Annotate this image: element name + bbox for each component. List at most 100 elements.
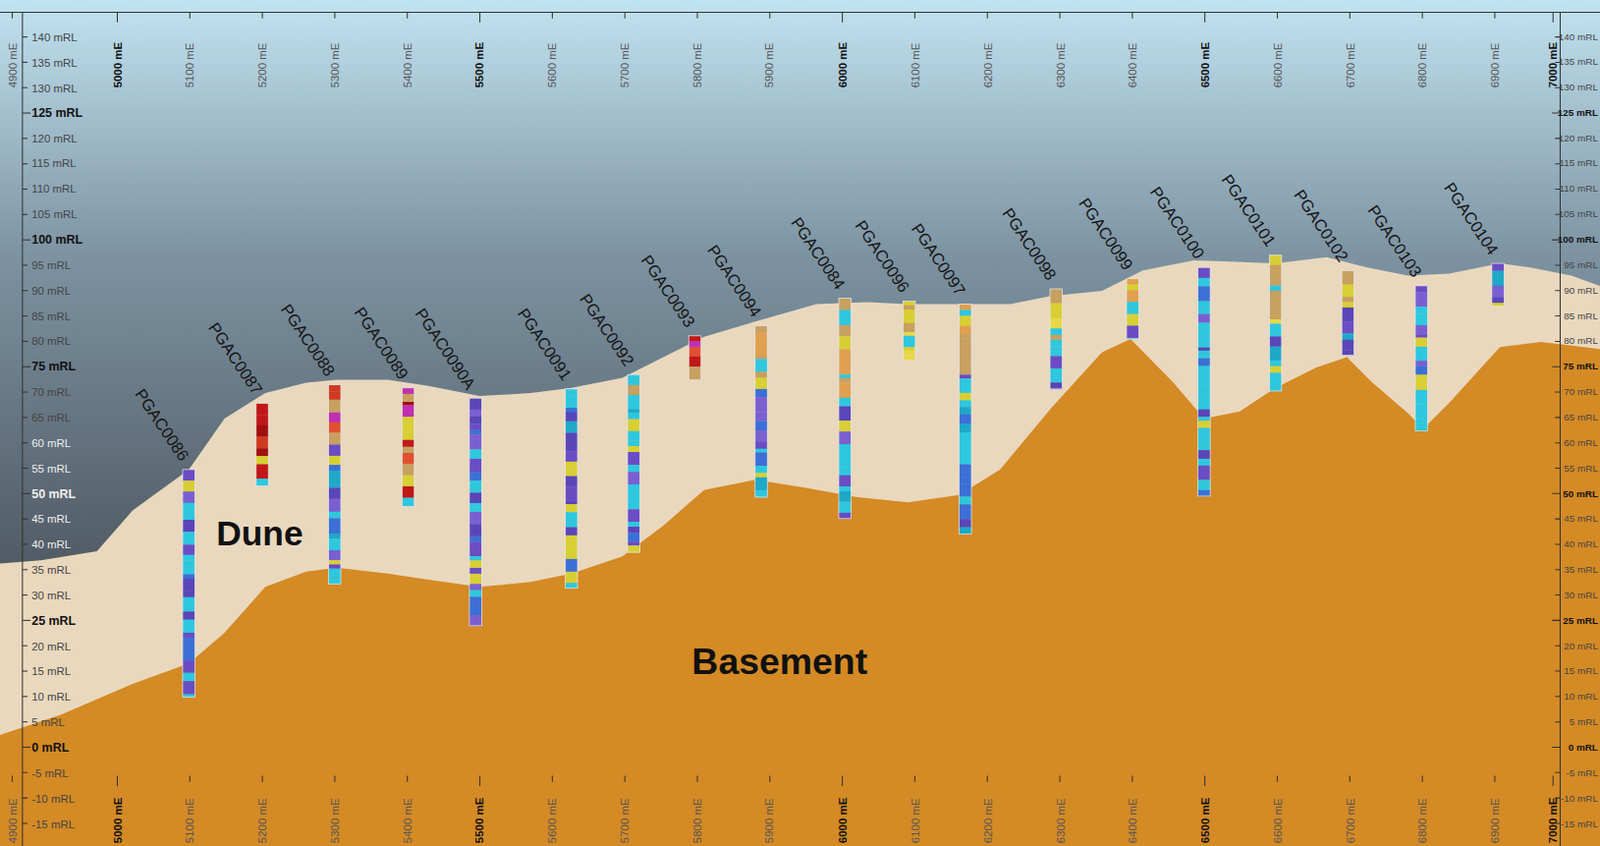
log-interval — [1198, 420, 1211, 429]
log-interval — [838, 405, 851, 421]
elevation-label: 60 mRL — [31, 435, 71, 450]
easting-label: 6700 mE — [1342, 797, 1358, 843]
log-interval — [1341, 321, 1354, 333]
rl-tick — [22, 340, 28, 342]
log-interval — [1341, 332, 1354, 340]
easting-label: 6500 mE — [1197, 42, 1213, 88]
drillhole-trace — [565, 388, 578, 589]
elevation-label: 85 mRL — [1563, 308, 1599, 324]
log-interval — [401, 452, 414, 464]
log-interval — [1198, 285, 1211, 301]
elevation-label: 100 mRL — [31, 232, 83, 248]
easting-tick — [189, 11, 191, 18]
log-interval — [1126, 284, 1139, 291]
easting-label: 5900 mE — [763, 43, 778, 89]
rl-tick — [22, 137, 28, 139]
easting-tick — [987, 775, 989, 782]
log-interval — [1415, 360, 1428, 367]
elevation-label: 130 mRL — [31, 80, 77, 96]
log-interval — [1415, 306, 1428, 315]
log-interval — [182, 672, 195, 682]
drillhole-outline — [838, 297, 851, 518]
log-interval — [182, 519, 195, 533]
log-interval — [959, 519, 972, 528]
easting-tick — [769, 775, 771, 782]
log-interval — [565, 558, 578, 572]
log-interval — [329, 422, 341, 434]
log-interval — [959, 464, 972, 473]
easting-label: 5000 mE — [110, 797, 125, 843]
log-interval — [565, 535, 578, 542]
log-interval — [182, 590, 195, 598]
log-interval — [565, 499, 578, 504]
log-interval — [401, 393, 414, 403]
elevation-label: 5 mRL — [1569, 714, 1599, 729]
log-interval — [838, 378, 851, 384]
log-interval — [959, 432, 972, 442]
easting-label: 6900 mE — [1488, 797, 1503, 843]
rl-tick — [22, 493, 31, 495]
easting-tick — [841, 11, 843, 22]
log-interval — [838, 374, 851, 379]
elevation-label: 10 mRL — [1563, 689, 1599, 705]
easting-label: 6600 mE — [1269, 797, 1285, 843]
drillhole-trace — [256, 402, 269, 486]
log-interval — [1415, 346, 1428, 362]
log-interval — [469, 603, 482, 615]
log-interval — [838, 325, 851, 337]
easting-label: 7000 mE — [1545, 797, 1561, 843]
easting-label: 6800 mE — [1415, 43, 1431, 89]
rl-tick — [22, 518, 28, 520]
log-interval — [1198, 445, 1211, 450]
log-interval — [627, 496, 640, 510]
log-interval — [1126, 301, 1139, 315]
easting-tick — [116, 11, 118, 22]
log-interval — [469, 471, 482, 481]
log-interval — [1415, 365, 1428, 375]
rl-tick — [22, 366, 31, 368]
log-interval — [1049, 382, 1062, 389]
easting-label: 6600 mE — [1269, 43, 1285, 89]
log-interval — [256, 455, 269, 465]
log-interval — [959, 414, 972, 425]
log-interval — [565, 432, 578, 443]
drillhole-trace — [755, 325, 768, 497]
log-interval — [1415, 291, 1428, 307]
log-interval — [1198, 347, 1211, 352]
log-interval — [959, 352, 972, 363]
log-interval — [329, 399, 341, 413]
drillhole-trace — [401, 387, 414, 507]
elevation-label: 50 mRL — [1562, 486, 1599, 501]
drillhole-outline — [1198, 267, 1211, 497]
log-interval — [838, 397, 851, 407]
rl-tick — [1554, 315, 1560, 317]
log-interval — [1341, 339, 1354, 351]
drillhole-outline — [1049, 288, 1062, 389]
log-interval — [627, 464, 640, 472]
log-interval — [182, 645, 195, 662]
log-interval — [401, 440, 414, 447]
rl-tick — [1551, 746, 1560, 748]
log-interval — [902, 309, 915, 324]
elevation-label: 65 mRL — [31, 410, 71, 426]
log-interval — [959, 333, 972, 338]
easting-tick — [479, 775, 481, 786]
rl-tick — [22, 112, 31, 114]
drillhole-outline — [902, 300, 915, 360]
log-interval — [1198, 376, 1211, 387]
log-interval — [1268, 303, 1281, 315]
log-interval — [755, 441, 768, 449]
elevation-label: 65 mRL — [1563, 410, 1599, 426]
drillhole-trace — [838, 297, 851, 519]
rl-tick — [1551, 366, 1560, 368]
easting-label: 6800 mE — [1415, 797, 1431, 843]
log-interval — [838, 382, 851, 398]
log-interval — [469, 397, 482, 410]
elevation-label: 0 mRL — [1568, 739, 1599, 755]
rl-tick — [22, 441, 28, 443]
log-interval — [182, 660, 195, 673]
log-interval — [1415, 313, 1428, 326]
easting-tick — [1059, 775, 1061, 782]
elevation-label: 105 mRL — [31, 207, 77, 222]
elevation-label: 115 mRL — [31, 156, 77, 171]
